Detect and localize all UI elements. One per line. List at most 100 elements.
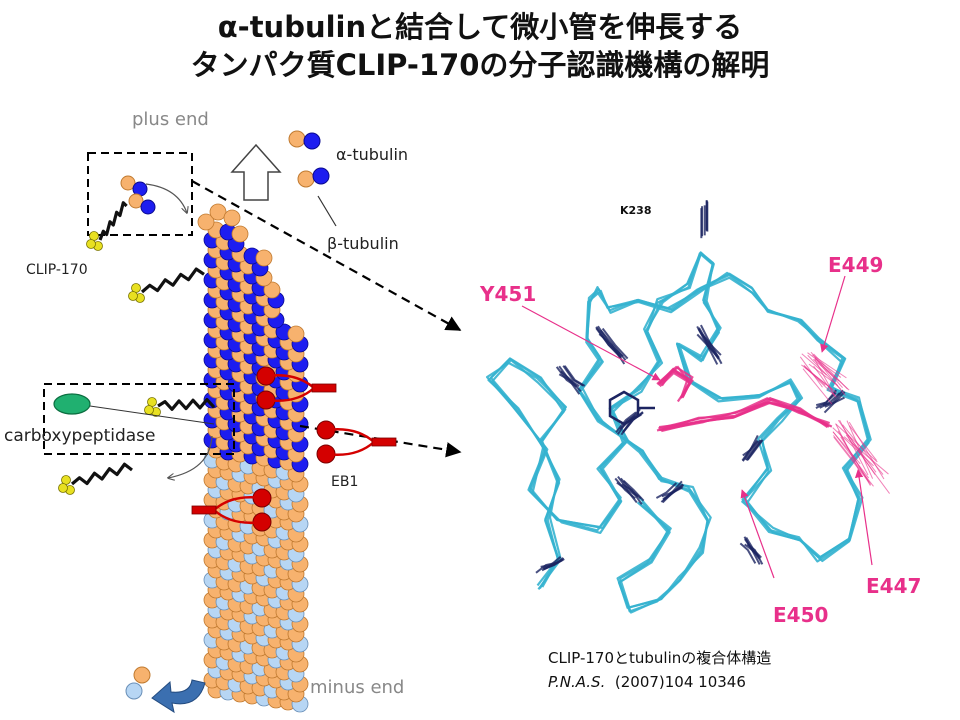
flexible-tail [803,365,837,398]
side-chain [595,326,622,358]
e449-label: E449 [828,253,884,277]
side-chain [662,483,684,501]
side-chain [535,561,557,574]
side-chain [819,392,841,409]
tubulin-subunit [209,203,227,221]
flexible-tail [813,358,840,382]
eb1-molecule [316,420,397,464]
carboxypeptidase-label: carboxypeptidase [4,426,156,446]
flexible-tail [842,424,884,475]
tubulin-subunit [287,325,305,343]
side-chain [744,543,761,565]
y451-sidechain [656,365,694,399]
side-chain [615,411,637,433]
side-chain [597,325,624,357]
e447-label: E447 [866,574,922,598]
flexible-tail [802,368,833,405]
residue-arrows [521,275,873,579]
tubulin-subunit [128,193,144,209]
side-chain [744,439,762,461]
eb1-coiled-coil [311,383,337,393]
cap-gly-domain [58,483,68,493]
flexible-tail [848,421,885,480]
eb1-molecule [191,488,272,532]
clip170-molecule [128,267,205,303]
tubulin-subunit [255,249,273,267]
clip170-molecule [86,201,128,251]
plus-end-growth-arrow [230,143,282,201]
plus-end-label: plus end [132,109,209,130]
zoom-arrow-upper [191,180,462,331]
tubulin-subunit [231,225,249,243]
tubulin-subunit [223,209,241,227]
carboxypeptidase-enzyme [53,393,215,425]
title-line-1: α-tubulinと結合して微小管を伸長する [217,10,743,44]
eb1-coiled-coil [191,505,217,515]
eb1-label: EB1 [331,474,359,490]
beta-tubulin-label: β-tubulin [327,234,399,253]
caption-journal: P.N.A.S. [548,673,606,691]
side-chain [696,325,718,358]
side-chain [542,558,564,571]
free-beta-subunit [125,682,143,700]
side-chain [741,439,759,462]
side-chain [562,365,584,387]
clip170-coil [157,397,216,411]
caption-line-2: P.N.A.S. (2007)104 10346 [548,670,771,694]
side-chain [746,543,764,565]
flexible-tail [833,436,870,483]
slide-title: α-tubulinと結合して微小管を伸長する タンパク質CLIP-170の分子認… [0,8,960,84]
e450-label: E450 [773,603,829,627]
side-chain [655,482,678,499]
depolymerization-arrow [151,679,206,714]
side-chain [601,327,629,360]
eb1-molecules [191,366,397,532]
clip170-coil [98,201,128,241]
clip170-molecules [58,175,216,495]
tubulin-subunit [263,281,281,299]
side-chain [614,477,636,500]
tubulin-subunit [140,199,156,215]
k238-label: K238 [620,204,652,217]
flexible-tail [835,423,878,463]
clip170-molecule [144,397,216,417]
clip170-molecule [58,462,133,495]
flexible-tail [799,356,823,388]
tubulin-subunit [120,175,136,191]
flexible-tail [843,436,889,475]
side-chain [617,475,639,498]
free-alpha-subunit [133,666,151,684]
side-chain [622,479,645,502]
cap-gly-domain [86,239,96,249]
clip170-coil [70,462,133,486]
carboxypeptidase-box [43,383,235,455]
flexible-tail [832,431,861,465]
clip170-coil [140,267,205,294]
flexible-tail [801,353,827,376]
side-chain [555,366,578,388]
tubulin-legend [288,130,337,227]
side-chain [616,413,639,435]
clip170-label: CLIP-170 [26,262,88,278]
phenyl-ring [608,390,640,426]
side-chain [739,542,757,564]
y451-label: Y451 [480,282,537,306]
eb1-coiled-coil [371,437,397,447]
binding-curve-arrow [145,183,187,213]
alpha-tubulin-label: α-tubulin [336,145,409,164]
side-chain [815,392,837,410]
clip170-detail-box [87,152,193,236]
flexible-tail [813,353,848,390]
eb1-molecule [256,366,337,410]
side-chain [745,439,763,462]
figure-caption: CLIP-170とtubulinの複合体構造 P.N.A.S. (2007)10… [548,646,771,694]
cap-gly-domain [128,291,138,301]
minus-end-label: minus end [310,677,405,698]
clip170-peptide [661,401,830,432]
tubulin-subunit [197,213,215,231]
flexible-tail [833,435,874,487]
microtubule [197,203,309,713]
protein-backbone [486,252,870,614]
side-chain [823,396,845,414]
